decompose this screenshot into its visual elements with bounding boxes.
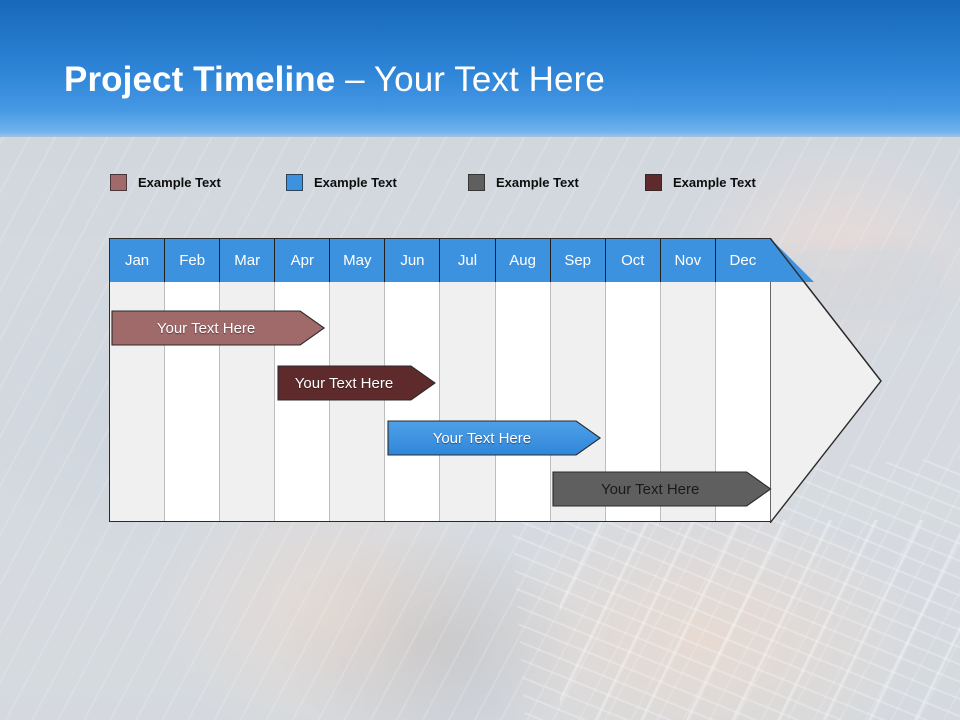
timeline-bar-shape: [111, 310, 326, 346]
month-header-may[interactable]: May: [330, 239, 386, 282]
month-header-jan[interactable]: Jan: [110, 239, 166, 282]
month-header-dec[interactable]: Dec: [715, 239, 771, 282]
timeline-arrow-head: [769, 235, 882, 526]
timeline-column-aug: Aug: [495, 239, 551, 521]
month-header-apr[interactable]: Apr: [275, 239, 331, 282]
timeline-column-feb: Feb: [165, 239, 221, 521]
legend-item-label: Example Text: [138, 174, 221, 190]
legend-item-label: Example Text: [496, 174, 579, 190]
legend-swatch-maroon: [645, 173, 662, 191]
month-header-aug[interactable]: Aug: [495, 239, 551, 282]
legend-item-label: Example Text: [673, 174, 756, 190]
timeline-bar-shape: [552, 471, 772, 507]
legend-item[interactable]: Example Text: [110, 171, 221, 193]
legend-swatch-blue: [286, 173, 303, 191]
timeline-bar[interactable]: Your Text Here: [276, 365, 436, 401]
timeline-column-jan: Jan: [110, 239, 166, 521]
month-header-nov[interactable]: Nov: [660, 239, 716, 282]
legend: Example Text Example Text Example Text Exam…: [110, 171, 810, 193]
page-title-regular: – Your Text Here: [335, 60, 605, 99]
page-title: Project Timeline – Your Text Here: [64, 58, 605, 102]
timeline-bar[interactable]: Your Text Here: [552, 471, 772, 507]
legend-item[interactable]: Example Text: [468, 171, 579, 193]
month-header-jul[interactable]: Jul: [440, 239, 496, 282]
month-header-mar[interactable]: Mar: [220, 239, 276, 282]
legend-item[interactable]: Example Text: [645, 171, 756, 193]
legend-item[interactable]: Example Text: [286, 171, 397, 193]
timeline-bar[interactable]: Your Text Here: [111, 310, 326, 346]
guitar-fretboard-texture: [560, 520, 960, 720]
title-band: [0, 0, 960, 137]
timeline-column-jul: Jul: [440, 239, 496, 521]
page-title-bold: Project Timeline: [64, 60, 336, 99]
timeline-bar-shape: [387, 420, 601, 456]
timeline-column-mar: Mar: [220, 239, 276, 521]
legend-item-label: Example Text: [314, 174, 397, 190]
month-header-sep[interactable]: Sep: [550, 239, 606, 282]
month-header-oct[interactable]: Oct: [605, 239, 661, 282]
month-header-feb[interactable]: Feb: [165, 239, 221, 282]
legend-swatch-rose: [110, 173, 127, 191]
timeline-bar-shape: [276, 365, 436, 401]
timeline-bar[interactable]: Your Text Here: [387, 420, 601, 456]
month-header-jun[interactable]: Jun: [385, 239, 441, 282]
legend-swatch-gray: [468, 173, 485, 191]
